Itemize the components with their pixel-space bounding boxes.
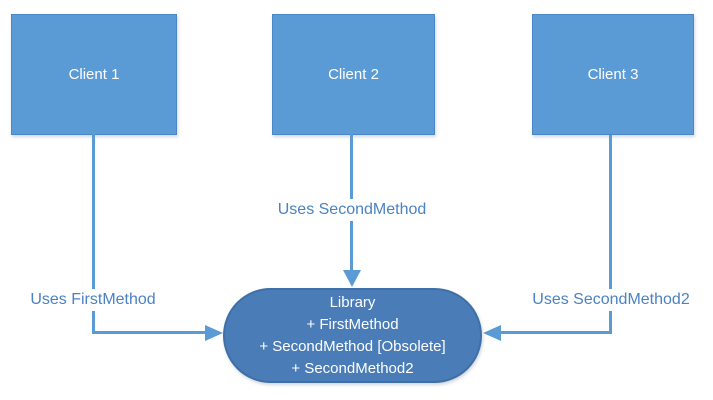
library-member-firstmethod: + FirstMethod [306,315,399,333]
client1-label: Client 1 [68,66,120,83]
connector3-label: Uses SecondMethod2 [528,289,694,311]
client2-box: Client 2 [272,14,435,135]
client2-label: Client 2 [328,66,379,83]
library-node: Library + FirstMethod + SecondMethod [Ob… [223,288,482,383]
connector3-vertical-line [609,135,612,334]
client1-box: Client 1 [11,14,177,135]
connector2-label: Uses SecondMethod [273,199,431,221]
connector1-vertical-line [92,133,95,334]
library-member-secondmethod2: + SecondMethod2 [291,359,414,377]
arrowhead-down-icon [343,270,361,287]
library-member-secondmethod: + SecondMethod [Obsolete] [259,337,446,355]
arrowhead-left-icon [483,325,501,341]
connector1-label: Uses FirstMethod [26,289,160,311]
arrowhead-right-icon [205,325,223,341]
client3-label: Client 3 [587,66,639,83]
client3-box: Client 3 [532,14,694,135]
connector3-horizontal-line [501,331,611,334]
connector1-horizontal-line [92,331,206,334]
library-title: Library [329,293,376,311]
